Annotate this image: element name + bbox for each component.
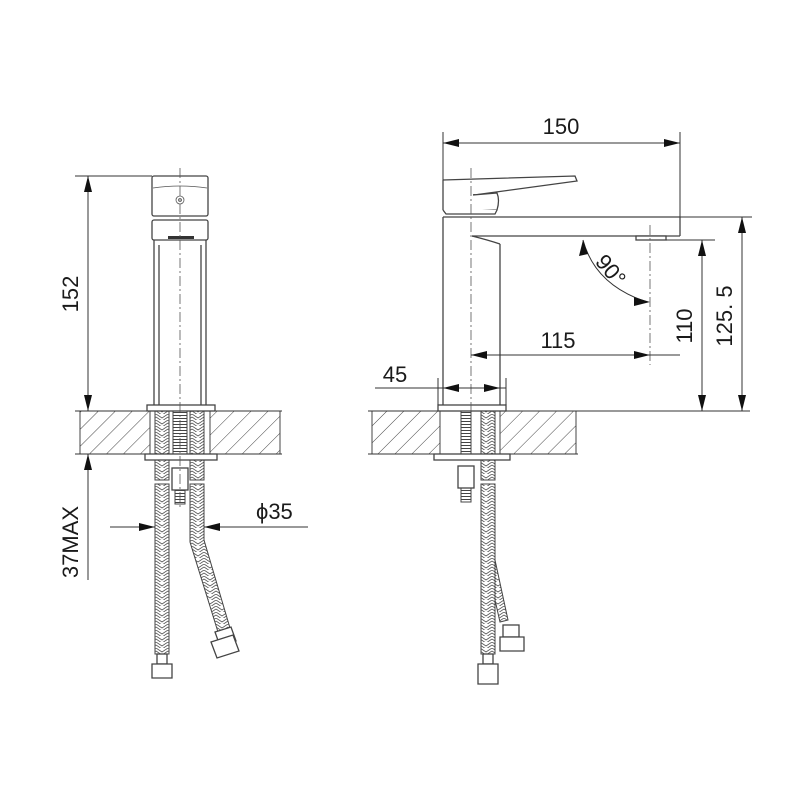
dim-reach-115: 115 <box>540 328 575 353</box>
dim-total-height-125-5: 125. 5 <box>712 285 737 346</box>
supply-hose-right <box>189 459 240 659</box>
countertop-right-section <box>209 410 281 455</box>
dim-angle-90: 90° <box>590 249 631 291</box>
front-view: 150 115 45 90° 110 125. 5 <box>368 114 752 685</box>
spout-body <box>437 216 681 412</box>
dim-outlet-height-110: 110 <box>672 308 697 343</box>
supply-hoses-front <box>477 459 525 685</box>
dim-width-45: 45 <box>383 362 407 387</box>
dim-height-152: 152 <box>58 276 83 313</box>
countertop-left-section <box>79 410 151 455</box>
dim-37max: 37MAX <box>58 506 83 578</box>
handle-lever <box>442 175 578 215</box>
dim-diameter-35: ϕ35 <box>256 499 293 524</box>
dim-length-150: 150 <box>543 114 580 139</box>
side-view: 152 37MAX ϕ35 <box>58 168 308 679</box>
tap-body-side <box>146 175 216 412</box>
supply-hose-left <box>151 459 173 679</box>
